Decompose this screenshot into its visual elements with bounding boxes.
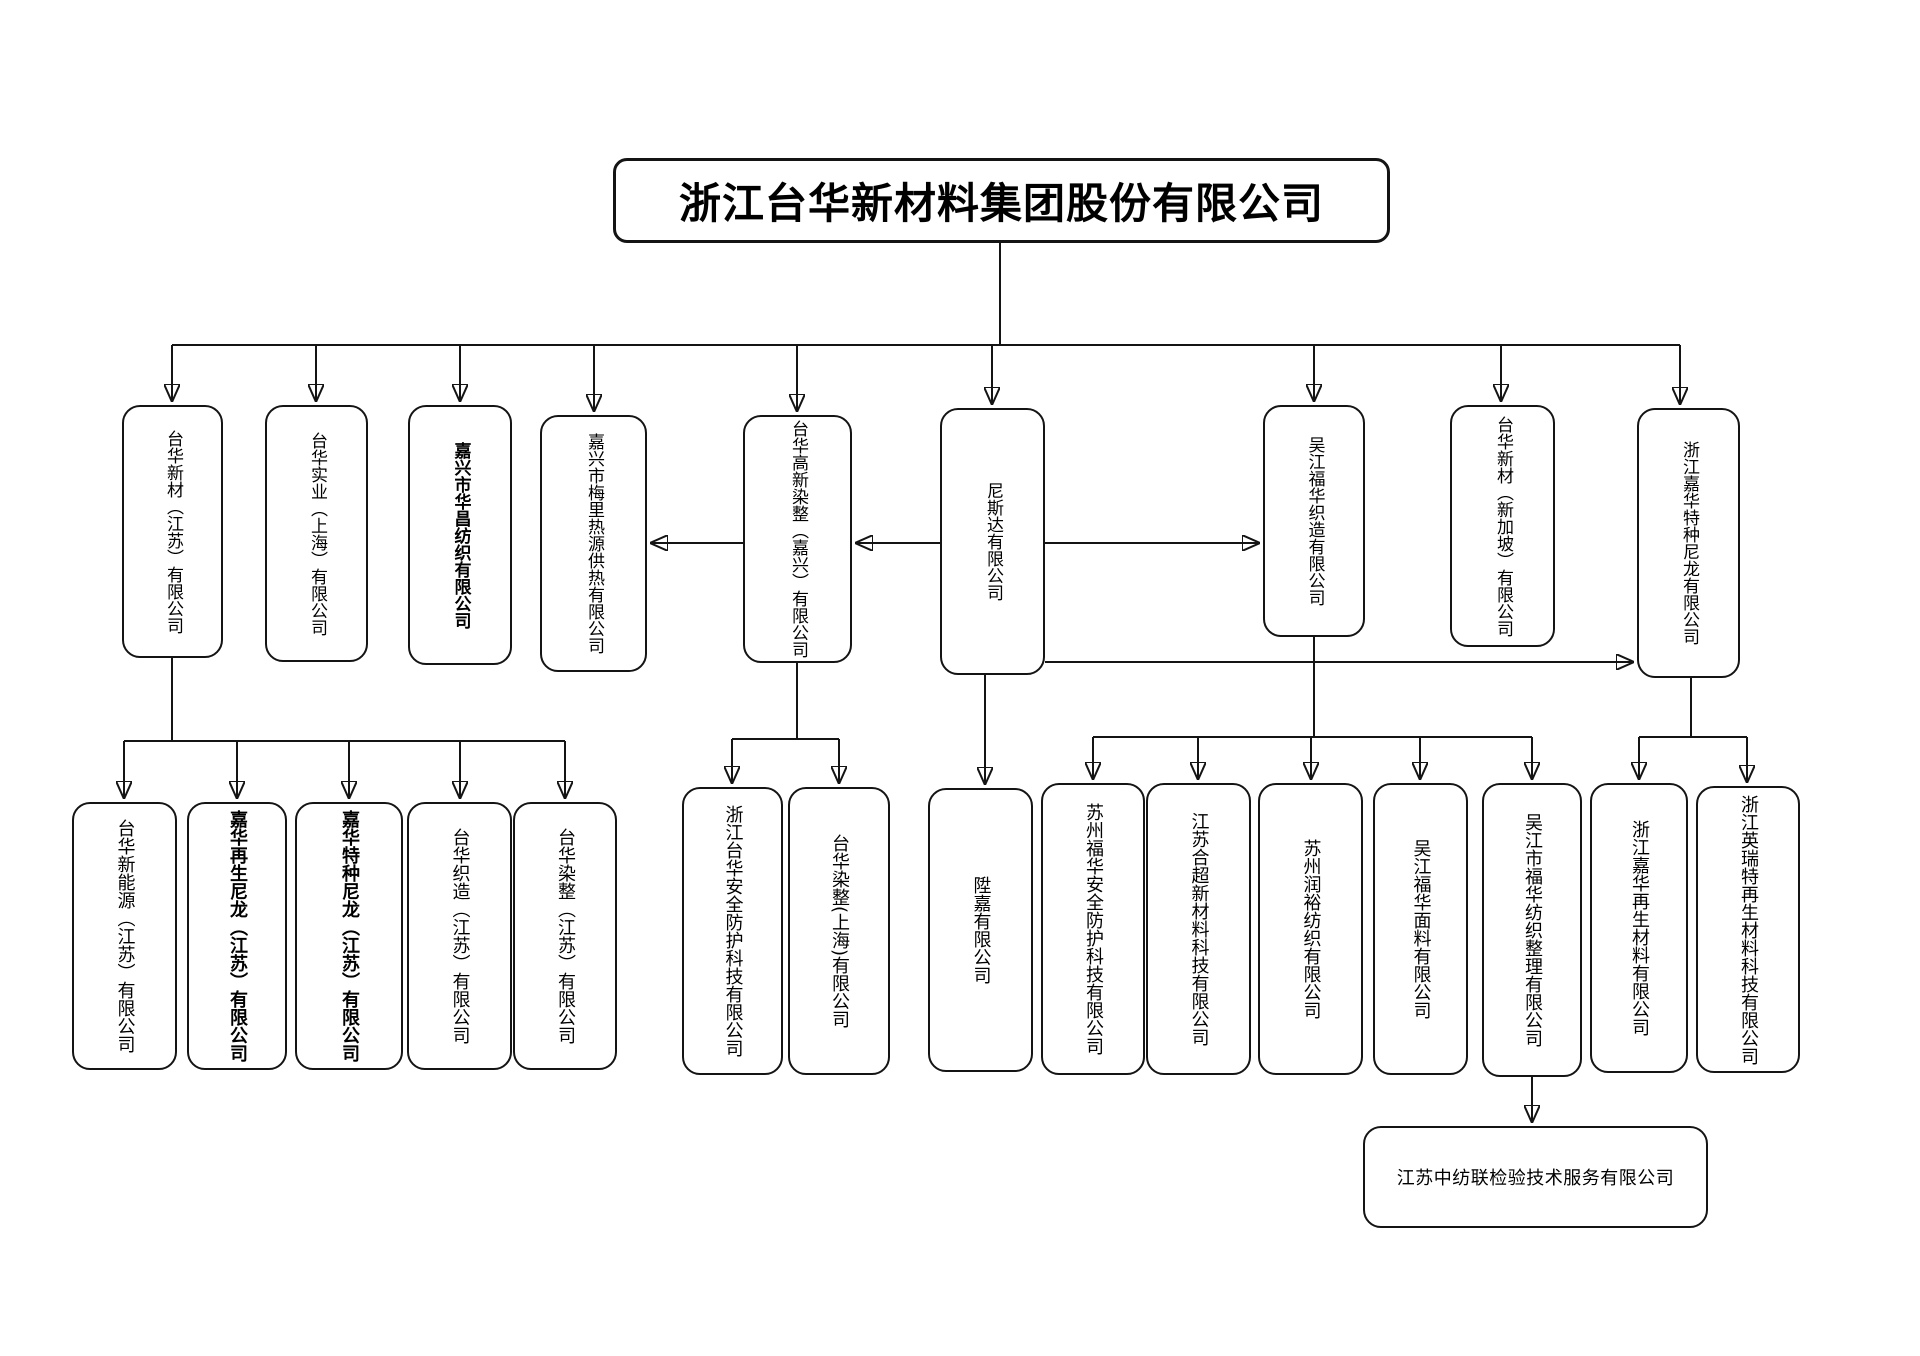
node-label: 浙江台华安全防护科技有限公司 <box>722 805 744 1057</box>
node-label: 浙江嘉华再生材料有限公司 <box>1629 820 1650 1036</box>
node-root: 浙江台华新材料集团股份有限公司 <box>613 158 1390 243</box>
node-l2-9: 苏州福华安全防护科技有限公司 <box>1041 783 1145 1075</box>
node-l2-12: 吴江福华面料有限公司 <box>1373 783 1468 1075</box>
node-label: 吴江市福华纺织整理有限公司 <box>1522 813 1543 1047</box>
node-label: 台华实业（上海）有限公司 <box>307 431 327 636</box>
node-label: 江苏合超新材料科技有限公司 <box>1188 812 1210 1046</box>
node-label: 浙江英瑞特再生材料科技有限公司 <box>1738 794 1759 1065</box>
node-label: 台华织造（江苏）有限公司 <box>449 828 471 1044</box>
node-label: 台华高新染整（嘉兴）有限公司 <box>788 420 808 658</box>
node-l2-5: 台华染整（江苏）有限公司 <box>513 802 617 1070</box>
node-label: 苏州福华安全防护科技有限公司 <box>1083 803 1104 1055</box>
node-label: 尼斯达有限公司 <box>983 482 1003 601</box>
node-l1-9: 浙江嘉华特种尼龙有限公司 <box>1637 408 1740 678</box>
node-l2-4: 台华织造（江苏）有限公司 <box>407 802 512 1070</box>
node-l1-8: 台华新材（新加坡）有限公司 <box>1450 405 1555 647</box>
node-l1-5: 台华高新染整（嘉兴）有限公司 <box>743 415 852 663</box>
node-label: 嘉华特种尼龙（江苏）有限公司 <box>339 810 360 1062</box>
node-label: 江苏中纺联检验技术服务有限公司 <box>1396 1168 1675 1189</box>
node-label: 苏州润裕纺织有限公司 <box>1300 839 1322 1019</box>
node-l2-13: 吴江市福华纺织整理有限公司 <box>1482 783 1582 1077</box>
node-l2-15: 浙江英瑞特再生材料科技有限公司 <box>1696 786 1800 1073</box>
node-l3-1: 江苏中纺联检验技术服务有限公司 <box>1363 1126 1708 1228</box>
node-label: 嘉华再生尼龙（江苏）有限公司 <box>227 810 248 1062</box>
node-l1-6: 尼斯达有限公司 <box>940 408 1045 675</box>
node-l2-7: 台华染整(上海)有限公司 <box>788 787 890 1075</box>
node-label: 浙江嘉华特种尼龙有限公司 <box>1679 441 1699 645</box>
node-l1-4: 嘉兴市梅里热源供热有限公司 <box>540 415 647 672</box>
node-l2-6: 浙江台华安全防护科技有限公司 <box>682 787 783 1075</box>
node-l2-11: 苏州润裕纺织有限公司 <box>1258 783 1363 1075</box>
node-label: 吴江福华织造有限公司 <box>1304 436 1325 606</box>
node-l2-1: 台华新能源（江苏）有限公司 <box>72 802 177 1070</box>
node-label: 台华新材（江苏）有限公司 <box>163 429 183 634</box>
node-l2-2: 嘉华再生尼龙（江苏）有限公司 <box>187 802 287 1070</box>
node-l1-1: 台华新材（江苏）有限公司 <box>122 405 223 658</box>
node-label: 台华新能源（江苏）有限公司 <box>114 819 136 1053</box>
node-label: 台华新材（新加坡）有限公司 <box>1493 415 1513 637</box>
node-l1-7: 吴江福华织造有限公司 <box>1263 405 1365 637</box>
node-label: 嘉兴市华昌纺织有限公司 <box>450 441 471 629</box>
node-label: 台华染整（江苏）有限公司 <box>555 828 576 1044</box>
node-label: 陞嘉有限公司 <box>970 876 992 984</box>
node-label: 吴江福华面料有限公司 <box>1410 839 1432 1019</box>
node-l1-2: 台华实业（上海）有限公司 <box>265 405 368 662</box>
node-l1-3: 嘉兴市华昌纺织有限公司 <box>408 405 512 665</box>
node-l2-14: 浙江嘉华再生材料有限公司 <box>1590 783 1688 1073</box>
node-l2-10: 江苏合超新材料科技有限公司 <box>1146 783 1251 1075</box>
node-label: 台华染整(上海)有限公司 <box>829 833 850 1029</box>
node-label: 嘉兴市梅里热源供热有限公司 <box>584 433 604 654</box>
node-l2-3: 嘉华特种尼龙（江苏）有限公司 <box>295 802 403 1070</box>
node-l2-8: 陞嘉有限公司 <box>928 788 1033 1072</box>
node-root-label: 浙江台华新材料集团股份有限公司 <box>678 179 1324 228</box>
